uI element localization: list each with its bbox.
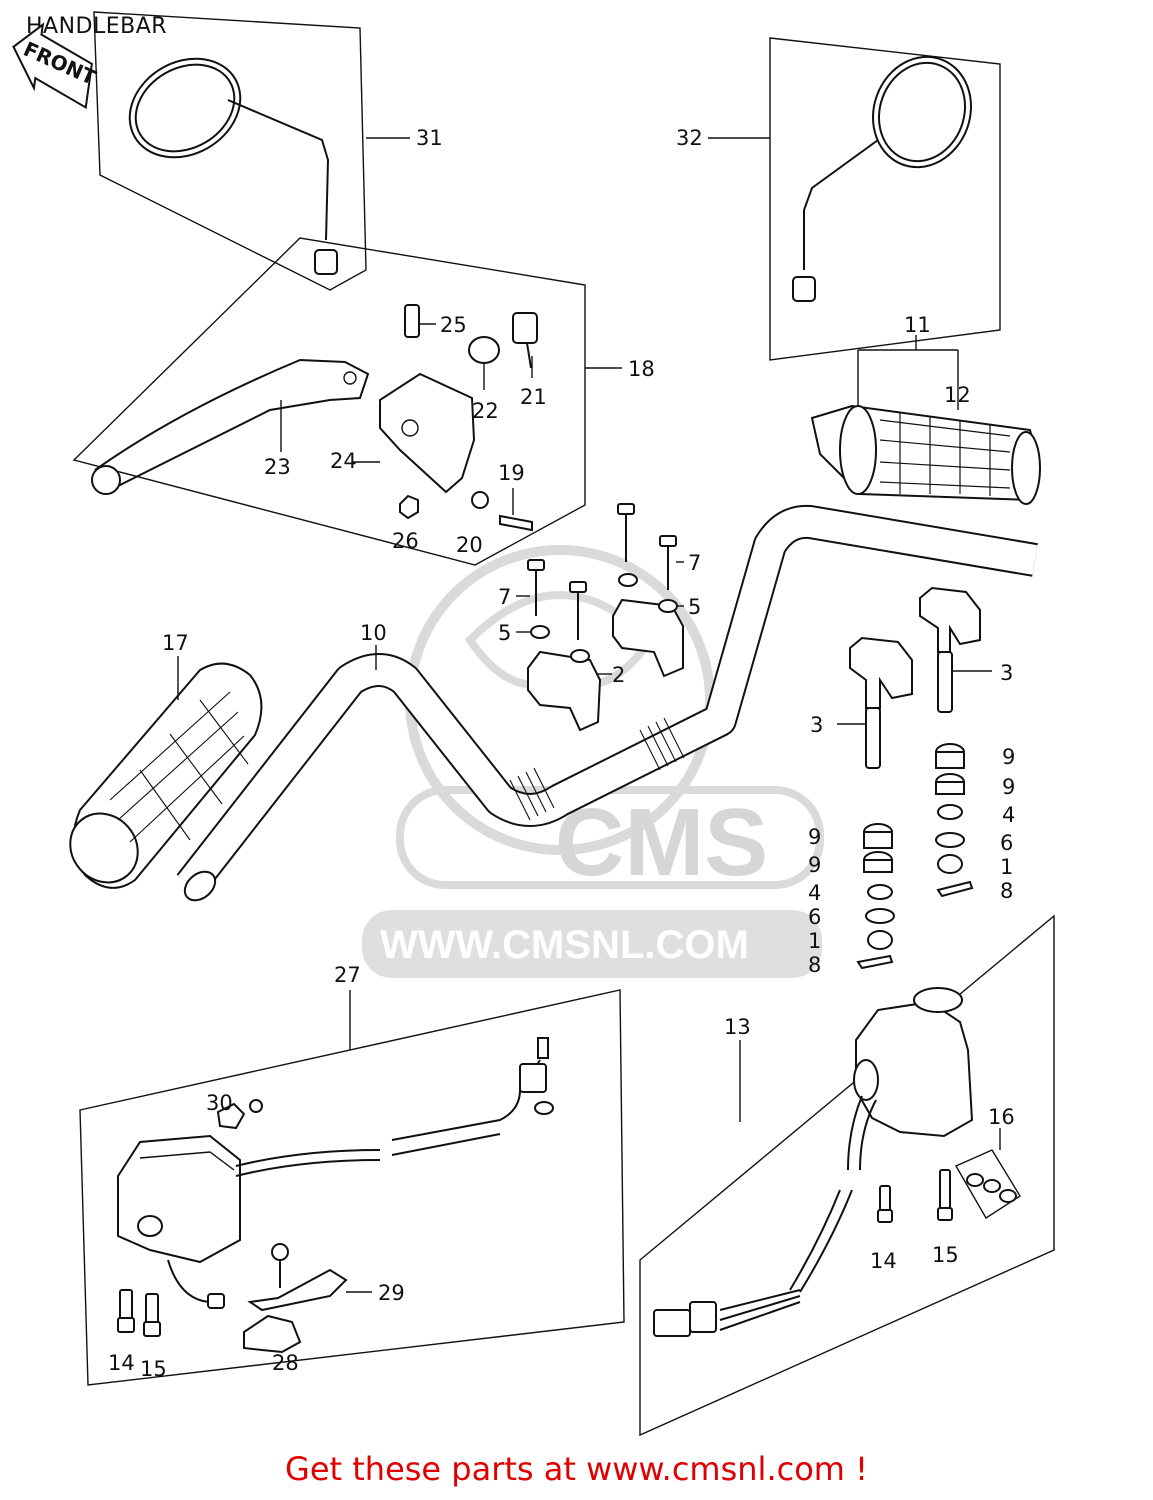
- callout-16: 16: [988, 1105, 1015, 1129]
- cms-watermark: CMS WWW.CMSNL.COM: [362, 545, 824, 978]
- callout-7a: 7: [498, 585, 511, 609]
- right-grip-group: [810, 335, 1042, 505]
- callout-17: 17: [162, 631, 189, 655]
- callout-12: 12: [944, 383, 971, 407]
- callout-15b: 15: [932, 1243, 959, 1267]
- left-mirror-group: [93, 11, 410, 291]
- callout-3b: 3: [1000, 661, 1013, 685]
- callout-14b: 14: [870, 1249, 897, 1273]
- callout-30: 30: [206, 1091, 233, 1115]
- callout-23: 23: [264, 455, 291, 479]
- callout-15a: 15: [140, 1357, 167, 1381]
- clutch-lever-group: [72, 237, 622, 566]
- callout-32: 32: [676, 126, 703, 150]
- front-arrow: FRONT: [12, 22, 100, 110]
- callout-6b: 6: [1000, 831, 1013, 855]
- callout-9a: 9: [808, 825, 821, 849]
- callout-10: 10: [360, 621, 387, 645]
- watermark-url: WWW.CMSNL.COM: [380, 923, 749, 967]
- left-switch-group: [79, 989, 625, 1386]
- watermark-logo: CMS: [555, 789, 768, 896]
- callout-24: 24: [330, 449, 357, 473]
- callout-26: 26: [392, 529, 419, 553]
- callout-13: 13: [724, 1015, 751, 1039]
- callout-14a: 14: [108, 1351, 135, 1375]
- callout-4a: 4: [808, 881, 821, 905]
- callout-1a: 1: [808, 929, 821, 953]
- callout-8b: 8: [1000, 879, 1013, 903]
- callout-labels: 31 32 25 22 21 18 23 24 19 26 20 11 12 7…: [108, 126, 1015, 1381]
- handlebar-tube: [176, 504, 1038, 902]
- callout-21: 21: [520, 385, 547, 409]
- right-mirror-group: [708, 37, 1001, 361]
- callout-18: 18: [628, 357, 655, 381]
- callout-8a: 8: [808, 953, 821, 977]
- callout-3a: 3: [810, 713, 823, 737]
- callout-25: 25: [440, 313, 467, 337]
- callout-9d: 9: [1002, 775, 1015, 799]
- callout-19: 19: [498, 461, 525, 485]
- callout-6a: 6: [808, 905, 821, 929]
- callout-22: 22: [472, 399, 499, 423]
- holder-clamps: [516, 503, 684, 732]
- callout-20: 20: [456, 533, 483, 557]
- page-title: HANDLEBAR: [26, 14, 168, 39]
- promo-footer-text: Get these parts at www.cmsnl.com !: [285, 1450, 868, 1488]
- callout-2: 2: [612, 663, 625, 687]
- right-switch-group: [639, 914, 1055, 1437]
- callout-4b: 4: [1002, 803, 1015, 827]
- callout-5a: 5: [498, 621, 511, 645]
- callout-9b: 9: [808, 853, 821, 877]
- callout-5b: 5: [688, 595, 701, 619]
- damper-stack-right: [935, 743, 974, 898]
- callout-31: 31: [416, 126, 443, 150]
- handlebar-risers: [837, 586, 992, 769]
- callout-11: 11: [904, 313, 931, 337]
- callout-9c: 9: [1002, 745, 1015, 769]
- damper-stack-left: [856, 823, 895, 970]
- callout-27: 27: [334, 963, 361, 987]
- callout-29: 29: [378, 1281, 405, 1305]
- left-grip: [69, 656, 263, 889]
- callout-28: 28: [272, 1351, 299, 1375]
- callout-7b: 7: [688, 551, 701, 575]
- callout-1b: 1: [1000, 855, 1013, 879]
